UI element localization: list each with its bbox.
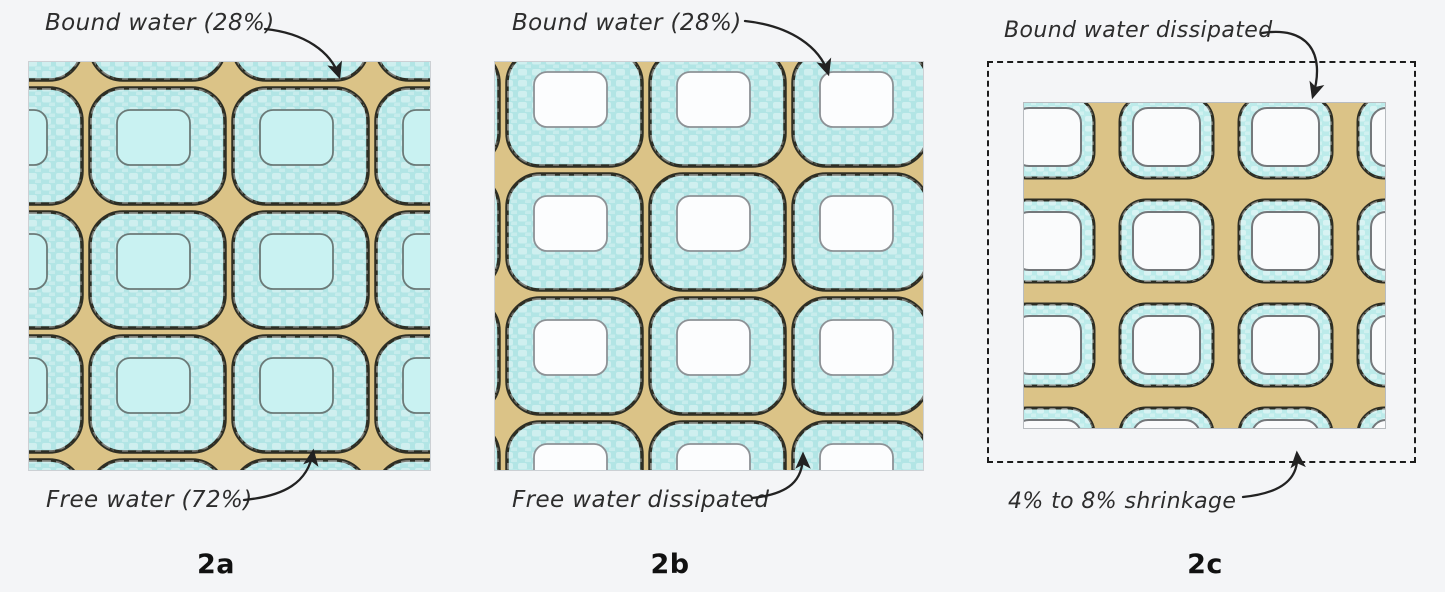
caption-2b: 2b bbox=[650, 549, 690, 580]
label-bound-water-2b: Bound water (28%) bbox=[512, 10, 742, 36]
label-free-water-2a: Free water (72%) bbox=[46, 487, 253, 513]
label-shrinkage-2c: 4% to 8% shrinkage bbox=[1008, 489, 1237, 514]
caption-2c: 2c bbox=[1187, 549, 1223, 580]
diagram-2b-fiber-saturation bbox=[494, 61, 924, 471]
label-free-water-dissipated-2b: Free water dissipated bbox=[512, 487, 770, 513]
label-bound-water-dissipated-2c: Bound water dissipated bbox=[1004, 18, 1273, 43]
label-bound-water-2a: Bound water (28%) bbox=[45, 10, 275, 36]
original-size-dashed-outline bbox=[987, 61, 1416, 463]
caption-2a: 2a bbox=[196, 549, 236, 580]
diagram-2c-dried-shrunken bbox=[1023, 102, 1386, 429]
diagram-2a-green-wood bbox=[28, 61, 431, 471]
